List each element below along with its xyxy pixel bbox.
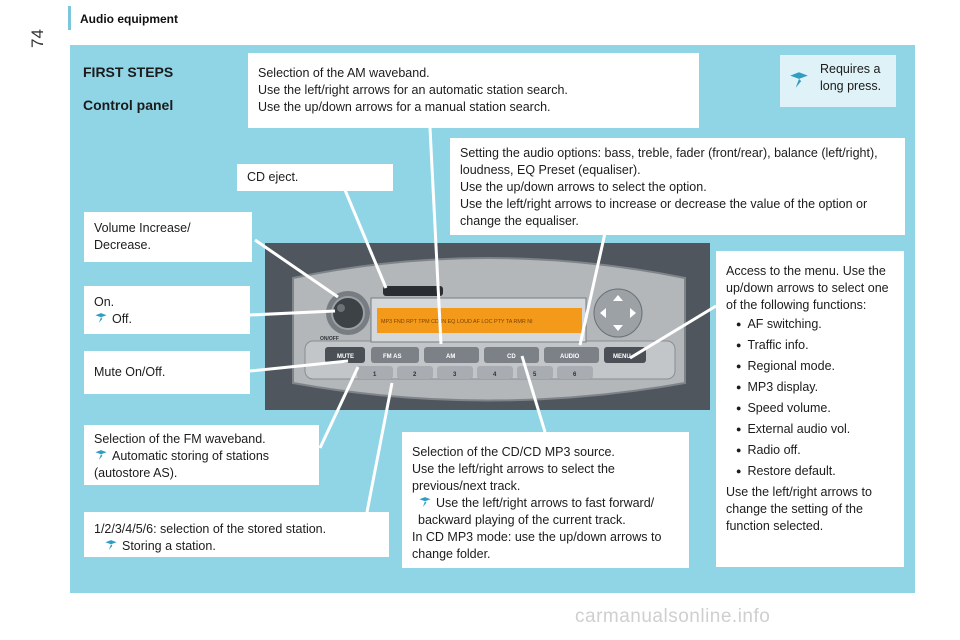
on-text: On. <box>94 295 115 309</box>
menu-outro: Use the left/right arrows to change the … <box>726 485 872 533</box>
menu-intro: Access to the menu. Use the up/down arro… <box>726 264 889 312</box>
menu-callout: Access to the menu. Use the up/down arro… <box>716 251 904 567</box>
menu-item: Traffic info. <box>736 337 894 354</box>
on-off-button-label: ON/OFF <box>320 336 339 342</box>
cd-line-3: Use the left/right arrows to fast forwar… <box>418 496 655 527</box>
long-press-note: Requires a long press. <box>780 55 896 107</box>
preset-label-5: 5 <box>533 372 537 378</box>
preset-label-2: 2 <box>413 372 417 378</box>
fm-button[interactable] <box>371 347 419 363</box>
menu-item: External audio vol. <box>736 421 894 438</box>
am-callout: Selection of the AM waveband. Use the le… <box>248 53 699 128</box>
audio-callout: Setting the audio options: bass, treble,… <box>450 138 905 235</box>
menu-item: Restore default. <box>736 463 894 480</box>
section-title: Audio equipment <box>80 12 178 26</box>
mute-text: Mute On/Off. <box>94 365 166 379</box>
long-press-icon <box>419 497 431 507</box>
presets-callout: 1/2/3/4/5/6: selection of the stored sta… <box>84 512 389 557</box>
am-line-2: Use the left/right arrows for an automat… <box>258 83 568 97</box>
cd-eject-text: CD eject. <box>247 170 299 184</box>
fm-line-2: Automatic storing of stations (autostore… <box>94 449 270 480</box>
cd-line-1: Selection of the CD/CD MP3 source. <box>412 445 615 459</box>
preset-label-6: 6 <box>573 372 577 378</box>
fm-line-1: Selection of the FM waveband. <box>94 432 266 446</box>
preset-label-3: 3 <box>453 372 457 378</box>
presets-line-1: 1/2/3/4/5/6: selection of the stored sta… <box>94 522 327 536</box>
fm-callout: Selection of the FM waveband. Automatic … <box>84 425 319 485</box>
cd-button[interactable] <box>484 347 539 363</box>
arrow-pad[interactable] <box>593 288 643 338</box>
am-line-3: Use the up/down arrows for a manual stat… <box>258 100 551 114</box>
long-press-icon <box>95 313 107 323</box>
menu-function-list: AF switching. Traffic info. Regional mod… <box>726 316 894 480</box>
cd-line-4: In CD MP3 mode: use the up/down arrows t… <box>412 530 662 561</box>
long-press-icon <box>105 540 117 550</box>
am-button-label: AM <box>446 354 455 360</box>
audio-button-label: AUDIO <box>560 354 580 360</box>
preset-label-4: 4 <box>493 372 497 378</box>
preset-button-3[interactable] <box>437 366 473 379</box>
mute-button-label: MUTE <box>337 354 354 360</box>
presets-line-2: Storing a station. <box>122 539 216 553</box>
on-off-callout: On. Off. <box>84 286 250 334</box>
long-press-text: Requires a long press. <box>820 62 882 93</box>
menu-button-label: MENU <box>613 354 631 360</box>
preset-button-4[interactable] <box>477 366 513 379</box>
audio-button[interactable] <box>544 347 599 363</box>
preset-button-6[interactable] <box>557 366 593 379</box>
cd-line-2: Use the left/right arrows to select the … <box>412 462 615 493</box>
am-button[interactable] <box>424 347 479 363</box>
cd-callout: Selection of the CD/CD MP3 source. Use t… <box>402 432 689 568</box>
volume-knob[interactable] <box>331 296 365 330</box>
heading-control-panel: Control panel <box>83 97 174 113</box>
fm-button-label: FM AS <box>383 354 401 360</box>
watermark: carmanualsonline.info <box>575 606 771 627</box>
cd-eject-callout: CD eject. <box>237 164 393 191</box>
menu-item: MP3 display. <box>736 379 894 396</box>
long-press-icon <box>95 450 107 460</box>
menu-item: Radio off. <box>736 442 894 459</box>
mute-callout: Mute On/Off. <box>84 351 250 394</box>
page-marker <box>68 6 71 30</box>
preset-button-1[interactable] <box>357 366 393 379</box>
long-press-icon <box>790 72 808 88</box>
menu-item: Speed volume. <box>736 400 894 417</box>
preset-button-2[interactable] <box>397 366 433 379</box>
menu-button[interactable] <box>604 347 646 363</box>
am-line-1: Selection of the AM waveband. <box>258 66 430 80</box>
audio-line-3: Use the left/right arrows to increase or… <box>460 197 868 228</box>
mute-button[interactable] <box>325 347 365 363</box>
menu-item: Regional mode. <box>736 358 894 375</box>
volume-text: Volume Increase/ Decrease. <box>94 221 191 252</box>
audio-line-2: Use the up/down arrows to select the opt… <box>460 180 707 194</box>
off-text: Off. <box>112 312 132 326</box>
radio-unit: MP3 FND RPT TPM CD-IN EQ LOUD AF LOC PTY… <box>265 243 710 410</box>
menu-item: AF switching. <box>736 316 894 333</box>
audio-line-1: Setting the audio options: bass, treble,… <box>460 146 878 177</box>
cd-button-label: CD <box>507 354 516 360</box>
preset-label-1: 1 <box>373 372 377 378</box>
display-indicators: MP3 FND RPT TPM CD-IN EQ LOUD AF LOC PTY… <box>381 319 533 325</box>
heading-first-steps: FIRST STEPS <box>83 64 174 80</box>
volume-callout: Volume Increase/ Decrease. <box>84 212 252 262</box>
